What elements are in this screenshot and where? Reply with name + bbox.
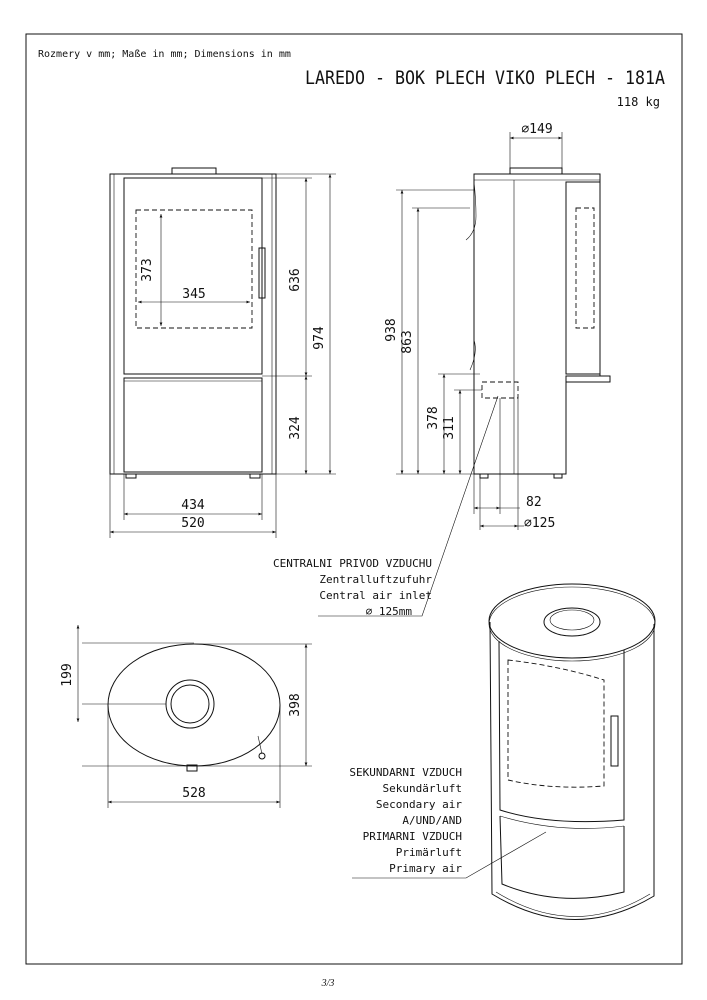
dim-total-height: 974	[312, 326, 327, 350]
top-body-outline	[107, 643, 281, 767]
dim-top-offset: 199	[60, 663, 75, 686]
svg-text:⌀ 125mm: ⌀ 125mm	[366, 605, 413, 618]
side-flue-collar	[509, 167, 563, 175]
iso-top-plate	[488, 583, 656, 659]
svg-text:Central air inlet: Central air inlet	[319, 589, 432, 602]
side-air-inlet	[481, 381, 519, 399]
dim-inner-height: 373	[140, 258, 155, 281]
svg-text:Secondary air: Secondary air	[376, 798, 462, 811]
iso-flue-collar	[543, 607, 601, 637]
dim-inner-width: 345	[182, 287, 205, 302]
iso-glass-window	[507, 659, 605, 788]
iso-door-handle	[610, 715, 619, 767]
svg-text:Zentralluftzufuhr: Zentralluftzufuhr	[319, 573, 432, 586]
dim-side-938: 938	[384, 318, 399, 341]
weight-label: 118 kg	[617, 95, 660, 109]
svg-text:Primärluft: Primärluft	[396, 846, 462, 859]
dim-door-height: 636	[288, 268, 303, 291]
dim-flue-diameter: ⌀149	[521, 122, 552, 137]
front-body-outline	[109, 173, 277, 475]
iso-body-outline	[489, 621, 655, 920]
dimensions-note: Rozmery v mm; Maße in mm; Dimensions in …	[38, 49, 291, 60]
svg-text:Sekundärluft: Sekundärluft	[383, 782, 462, 795]
svg-text:A/UND/AND: A/UND/AND	[402, 814, 462, 827]
drawing-frame	[25, 33, 683, 965]
front-door	[123, 177, 263, 375]
air-note: SEKUNDARNI VZDUCH Sekundärluft Secondary…	[349, 766, 547, 879]
side-door	[565, 181, 601, 375]
svg-text:CENTRALNI PRIVOD VZDUCHU: CENTRALNI PRIVOD VZDUCHU	[273, 557, 432, 570]
dim-door-width: 434	[181, 498, 205, 513]
central-air-note: CENTRALNI PRIVOD VZDUCHU Zentralluftzufu…	[273, 557, 432, 618]
iso-door	[498, 640, 625, 823]
side-view: ⌀149 938 863 378 311 82 ⌀125	[318, 122, 611, 617]
dim-total-width: 520	[181, 516, 204, 531]
dim-inlet-diameter: ⌀125	[524, 516, 555, 531]
dim-top-width: 528	[182, 786, 205, 801]
dim-base-height: 324	[288, 416, 303, 440]
svg-text:PRIMARNI VZDUCH: PRIMARNI VZDUCH	[363, 830, 462, 843]
dim-side-311: 311	[442, 416, 457, 439]
side-body-outline	[473, 173, 601, 475]
page-number: 3/3	[321, 978, 335, 989]
dim-top-depth: 398	[288, 693, 303, 716]
front-view: 373 345 636 324 974 434 520	[109, 167, 336, 538]
svg-text:SEKUNDARNI VZDUCH: SEKUNDARNI VZDUCH	[349, 766, 462, 779]
front-glass-window	[135, 209, 253, 329]
isometric-view	[488, 583, 656, 920]
dim-side-378: 378	[426, 406, 441, 429]
front-flue-collar	[171, 167, 217, 175]
top-flue-inner	[170, 684, 210, 724]
side-ashpan-lip	[565, 375, 611, 383]
front-ash-drawer	[123, 377, 263, 473]
svg-text:Primary air: Primary air	[389, 862, 462, 875]
dim-side-863: 863	[400, 330, 415, 353]
dim-inlet-offset: 82	[526, 495, 542, 510]
drawing-title: LAREDO - BOK PLECH VIKO PLECH - 181A	[305, 67, 665, 89]
iso-ash-drawer	[499, 815, 625, 899]
top-flue-outer	[165, 679, 215, 729]
front-door-handle	[258, 247, 266, 299]
top-view: 199 398 528	[60, 625, 312, 808]
